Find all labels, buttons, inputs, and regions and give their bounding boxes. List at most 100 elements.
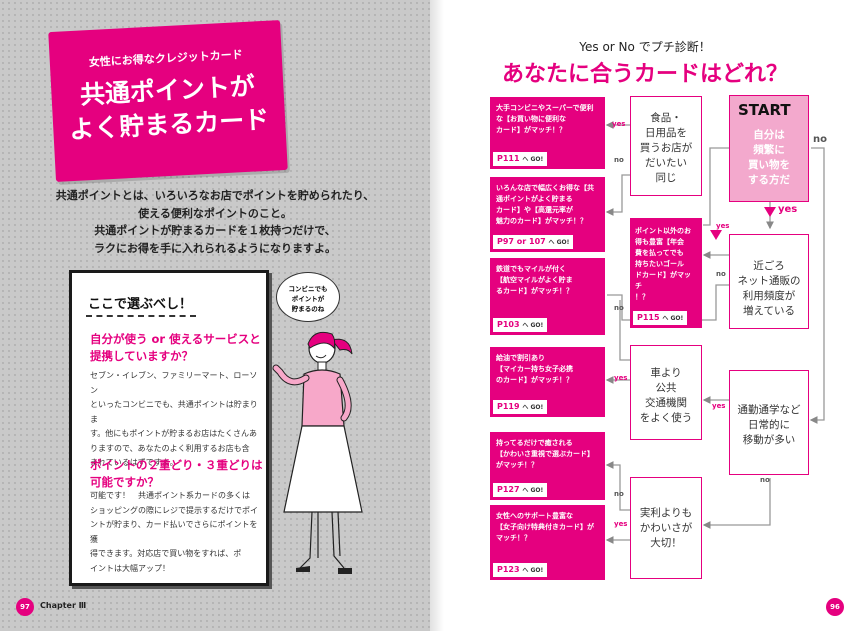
q-line: 車より: [650, 367, 682, 379]
page-reference: P115 へ GO!: [633, 311, 688, 325]
card-line: 鉄道でもマイルが付く: [496, 265, 566, 273]
question-food-store: 食品・ 日用品を 買うお店が だいたい 同じ: [630, 96, 702, 196]
q-line: 買い物を: [748, 159, 790, 171]
question-line: 可能ですか？: [90, 475, 159, 489]
intro-line: 使える便利なポイントのこと。: [138, 206, 292, 220]
page-ref: P123: [497, 565, 520, 574]
page-reference: P119 へ GO!: [493, 400, 548, 414]
card-line: カード】や【高還元率が: [496, 206, 573, 214]
page-ref: P115: [637, 313, 660, 322]
card-line: 魅力のカード】がマッチ！？: [496, 217, 587, 225]
page-ref: P127: [497, 485, 520, 494]
card-line: いろんな店で幅広くお得な【共: [496, 184, 594, 192]
left-page: 女性にお得なクレジットカード 共通ポイントが よく貯まるカード 共通ポイントとは…: [0, 0, 430, 631]
go-label: へ GO!: [548, 239, 570, 246]
q-line: 食品・: [650, 112, 682, 124]
yes-label: yes: [612, 120, 626, 128]
result-card-shopping: 大手コンビニやスーパーで便利 な【お買い物に便利な カード】がマッチ！？ P11…: [490, 97, 605, 169]
no-label: no: [716, 270, 726, 278]
q-line: 交通機関: [645, 397, 687, 409]
intro-line: ラクにお得を手に入れられるようになりますよ。: [94, 241, 336, 255]
page-reference: P111 へ GO!: [493, 152, 548, 166]
q-line: 移動が多い: [742, 434, 796, 446]
card-line: 得も豊富【年会: [635, 238, 684, 246]
bubble-line: ポイントが: [291, 295, 325, 303]
answer-line: セブン・イレブン、ファミリーマート、ローソン: [90, 371, 258, 395]
page-reference: P123 へ GO!: [493, 563, 548, 577]
go-label: へ GO!: [522, 567, 544, 574]
q-line: 自分は: [753, 129, 785, 141]
result-card-gold: ポイント以外のお 得も豊富【年会 費を払ってでも 持ちたいゴール ドカード】がマ…: [630, 218, 702, 328]
card-line: 大手コンビニやスーパーで便利: [496, 104, 594, 112]
question-cuteness: 実利よりも かわいさが 大切！: [630, 477, 702, 579]
q-line: 日常的に: [748, 419, 790, 431]
no-label: no: [614, 304, 624, 312]
page-ref: P97 or 107: [497, 237, 546, 246]
card-line: 費を払ってでも: [635, 249, 684, 257]
answer-line: イントは大幅アップ！: [90, 563, 170, 573]
card-line: 女性へのサポート豊富な: [496, 512, 573, 520]
yes-label: yes: [712, 402, 726, 410]
no-label: no: [614, 156, 624, 164]
answer-line: す。他にもポイントが貯まるお店はたくさんあ: [90, 429, 258, 438]
answer-line: 可能です！ 共通ポイント系カードの多くは: [90, 491, 250, 500]
q-line: をよく使う: [639, 412, 693, 424]
go-label: へ GO!: [522, 156, 544, 163]
yes-label: yes: [778, 204, 798, 215]
q-line: する方だ: [748, 174, 790, 186]
chart-title: あなたに合うカードはどれ？: [501, 62, 788, 87]
start-question: START 自分は 頻繁に 買い物を する方だ: [729, 95, 809, 202]
q-line: 同じ: [655, 172, 677, 184]
go-label: へ GO!: [522, 404, 544, 411]
card-line: マッチ！？: [496, 534, 531, 542]
page-ref: P119: [497, 402, 520, 411]
q-line: 利用頻度が: [742, 290, 796, 302]
page-reference: P127 へ GO!: [493, 483, 548, 497]
q-line: 日用品を: [645, 127, 687, 139]
q-line: 増えている: [743, 305, 795, 317]
chart-kicker: Yes or No でプチ診断！: [579, 40, 711, 54]
answer-line: りますので、あなたのよく利用するお店も含: [90, 443, 250, 453]
page-number-left: 97: [16, 598, 34, 616]
q-line: ネット通販の: [737, 275, 801, 287]
card-line: ポイント以外のお: [635, 227, 691, 235]
q-line: 通勤通学など: [737, 404, 801, 416]
card-line: 【航空マイルがよく貯ま: [496, 276, 573, 284]
card-line: 持ちたいゴール: [635, 260, 684, 268]
q-line: 大切！: [650, 537, 682, 549]
question-line: 提携していますか？: [90, 349, 194, 363]
result-card-women-perks: 女性へのサポート豊富な 【女子向け特典付きカード】が マッチ！？ P123 へ …: [490, 505, 605, 580]
card-line: な【お買い物に便利な: [496, 115, 566, 123]
q-line: かわいさが: [639, 522, 693, 534]
card-line: がマッチ！？: [496, 461, 538, 469]
answer-2: 可能です！ 共通ポイント系カードの多くは ショッピングの際にレジで提示するだけで…: [90, 489, 265, 576]
question-line: ポイントの２重どり・３重どりは: [90, 458, 263, 472]
go-label: へ GO!: [662, 315, 684, 322]
card-line: ！？: [635, 293, 649, 301]
start-label: START: [738, 101, 791, 119]
answer-line: ントが貯まり、カード払いでさらにポイントを獲: [90, 520, 258, 544]
page-reference: P103 へ GO!: [493, 318, 548, 332]
q-line: 頻繁に: [753, 144, 785, 156]
card-line: のカード】がマッチ！？: [496, 376, 573, 384]
go-label: へ GO!: [522, 322, 544, 329]
q-line: 買うお店が: [639, 142, 693, 154]
result-card-cute-design: 持ってるだけで癒される 【かわいさ重視で選ぶカード】 がマッチ！？ P127 へ…: [490, 432, 605, 500]
q-line: 公共: [655, 382, 677, 394]
question-public-transit: 車より 公共 交通機関 をよく使う: [630, 345, 702, 440]
answer-1: セブン・イレブン、ファミリーマート、ローソン といったコンビニでも、共通ポイント…: [90, 369, 265, 471]
bubble-line: 貯まるのね: [291, 305, 325, 313]
yes-label: yes: [614, 374, 628, 382]
no-label: no: [614, 490, 624, 498]
card-line: 給油で割引あり: [496, 354, 545, 362]
card-line: 持ってるだけで癒される: [496, 439, 573, 447]
result-card-common-points: いろんな店で幅広くお得な【共 通ポイントがよく貯まる カード】や【高還元率が 魅…: [490, 177, 605, 252]
card-line: カード】がマッチ！？: [496, 126, 566, 134]
yes-label: yes: [614, 520, 628, 528]
result-card-airline-miles: 鉄道でもマイルが付く 【航空マイルがよく貯ま るカード】がマッチ！？ P103 …: [490, 258, 605, 335]
gutter-shadow: [430, 0, 444, 631]
question-daily-commute: 通勤通学など 日常的に 移動が多い: [729, 370, 809, 475]
question-line: 自分が使う or 使えるサービスと: [90, 332, 261, 346]
card-line: 通ポイントがよく貯まる: [496, 195, 573, 203]
